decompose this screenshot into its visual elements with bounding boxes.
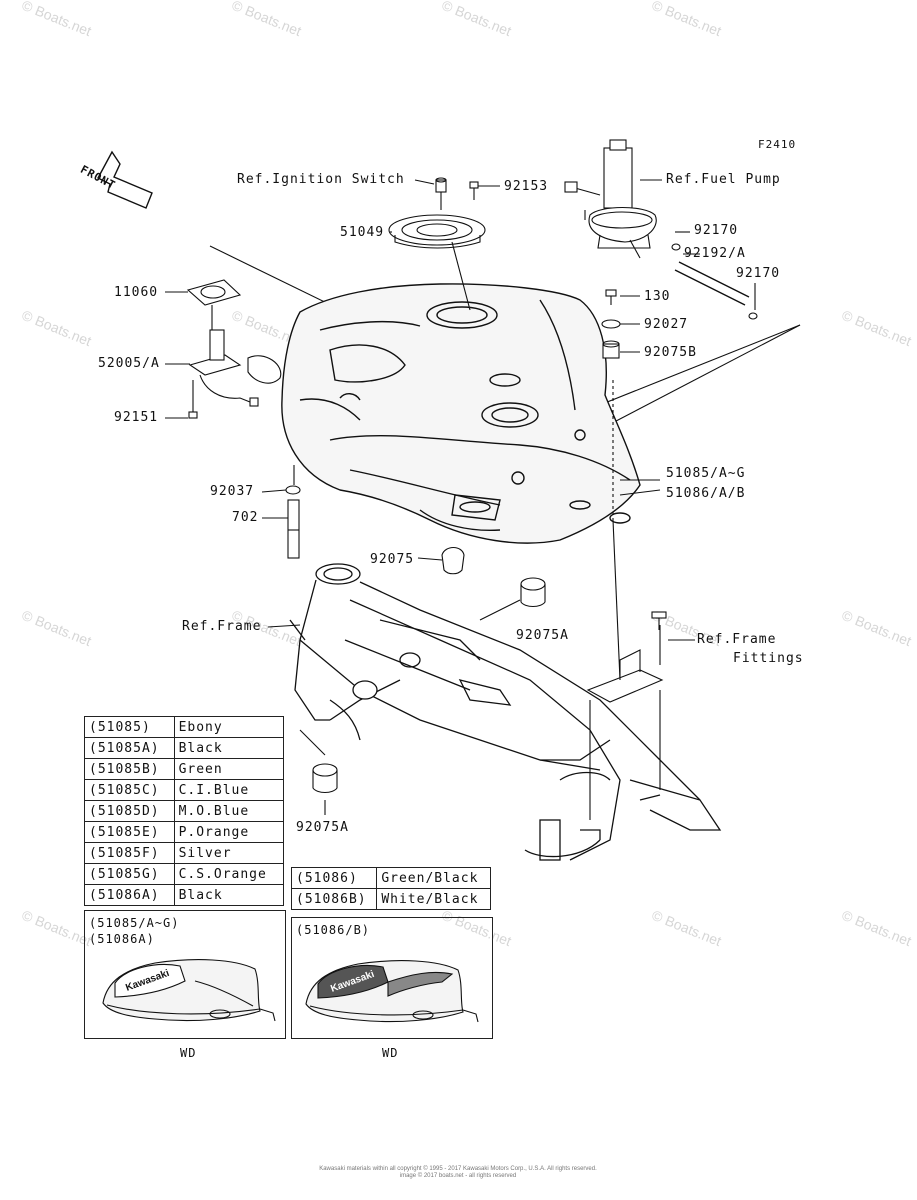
part-code-cell: (51085B) [84,758,175,780]
screw-92151 [188,380,198,419]
inset-tank-51085: (51085/A~G) (51086A) Kawasaki [84,910,286,1039]
copyright-line-1: Kawasaki materials within all copyright … [319,1166,597,1172]
color-table-51086: (51086)Green/Black(51086B)White/Black [290,867,491,910]
part-code-cell: (51086) [290,867,378,889]
callout-ref-fuel-pump: Ref.Fuel Pump [666,172,781,187]
color-table-row: (51085E)P.Orange [84,821,285,843]
inset-1-note: WD [180,1046,197,1060]
color-table-row: (51086)Green/Black [290,867,491,889]
color-table-row: (51086A)Black [84,884,285,906]
damper-92075a-1 [520,577,546,608]
color-table-row: (51085F)Silver [84,842,285,864]
callout-92075b: 92075B [644,345,697,360]
callout-92151: 92151 [114,410,159,425]
color-name-cell: Green/Black [376,867,491,889]
color-name-cell: White/Black [376,888,491,910]
callout-51049: 51049 [340,225,385,240]
inset-caption-line-1: (51086/B) [296,923,371,937]
hose-702 [287,499,300,559]
washer-92027 [601,319,621,329]
front-arrow-icon [97,150,153,209]
callout-92027: 92027 [644,317,689,332]
callout-11060: 11060 [114,285,159,300]
damper-92075b [602,340,620,359]
figure-id: F2410 [758,138,797,151]
callout-92153: 92153 [504,179,549,194]
color-table-row: (51085D)M.O.Blue [84,800,285,822]
color-name-cell: M.O.Blue [173,800,285,822]
color-table-row: (51085C)C.I.Blue [84,779,285,801]
damper-92075a-2 [312,763,338,794]
frame-drawing [289,563,722,861]
inset-caption-line-2: (51086A) [89,932,155,946]
callout-92170-b: 92170 [736,266,781,281]
ignition-switch-bolt [435,177,447,193]
part-code-cell: (51086A) [84,884,175,906]
part-code-cell: (51085D) [84,800,175,822]
damper-92075 [441,546,465,575]
inset-caption: (51086/B) [296,922,370,938]
callout-ref-ignition-switch: Ref.Ignition Switch [237,172,405,187]
part-code-cell: (51085G) [84,863,175,885]
frame-fittings-drawing [586,611,667,820]
color-name-cell: Green [173,758,285,780]
fuel-cap-drawing [388,214,486,249]
inset-2-note: WD [382,1046,399,1060]
color-table-row: (51085A)Black [84,737,285,759]
inset-tank-51086: (51086/B) Kawasaki [291,917,493,1039]
color-name-cell: Ebony [173,716,285,738]
tank-graphic-2: Kawasaki [305,960,479,1023]
callout-ref-frame: Ref.Frame [182,619,262,634]
color-name-cell: Silver [173,842,285,864]
callout-92192: 92192/A [684,246,746,261]
callout-51085: 51085/A~G [666,466,746,481]
color-name-cell: Black [173,737,285,759]
color-table-row: (51086B)White/Black [290,888,491,910]
bolt-130 [605,289,617,305]
callout-ref-frame-fittings: Ref.Frame [697,632,777,647]
fuel-tank-drawing [281,283,641,544]
bolt-92153 [469,181,479,200]
copyright-line-2: image © 2017 boats.net - all rights rese… [399,1173,517,1179]
callout-92037: 92037 [210,484,255,499]
copyright-notice: Kawasaki materials within all copyright … [308,1166,608,1180]
part-code-cell: (51086B) [290,888,378,910]
part-code-cell: (51085A) [84,737,175,759]
callout-92075: 92075 [370,552,415,567]
callout-51086: 51086/A/B [666,486,746,501]
clamp-92037 [285,485,301,495]
hose-92192 [671,243,758,320]
color-name-cell: Black [173,884,285,906]
tank-graphic-1: Kawasaki [102,959,276,1022]
callout-92170-a: 92170 [694,223,739,238]
part-code-cell: (51085E) [84,821,175,843]
part-code-cell: (51085F) [84,842,175,864]
part-code-cell: (51085) [84,716,175,738]
color-name-cell: P.Orange [173,821,285,843]
part-code-cell: (51085C) [84,779,175,801]
fuel-level-sensor-52005 [188,329,282,407]
callout-130: 130 [644,289,671,304]
callout-92075a-2: 92075A [296,820,349,835]
inset-caption: (51085/A~G) (51086A) [89,915,179,947]
color-table-row: (51085G)C.S.Orange [84,863,285,885]
inset-caption-line-1: (51085/A~G) [89,916,180,930]
callout-52005: 52005/A [98,356,160,371]
color-name-cell: C.I.Blue [173,779,285,801]
callout-92075a-1: 92075A [516,628,569,643]
gasket-11060 [186,279,242,306]
fuel-pump-drawing [564,139,657,259]
color-table-51085: (51085)Ebony(51085A)Black(51085B)Green(5… [84,716,285,906]
color-table-row: (51085B)Green [84,758,285,780]
color-name-cell: C.S.Orange [173,863,285,885]
callout-702: 702 [232,510,259,525]
color-table-row: (51085)Ebony [84,716,285,738]
callout-ref-frame-fittings-2: Fittings [733,651,804,666]
